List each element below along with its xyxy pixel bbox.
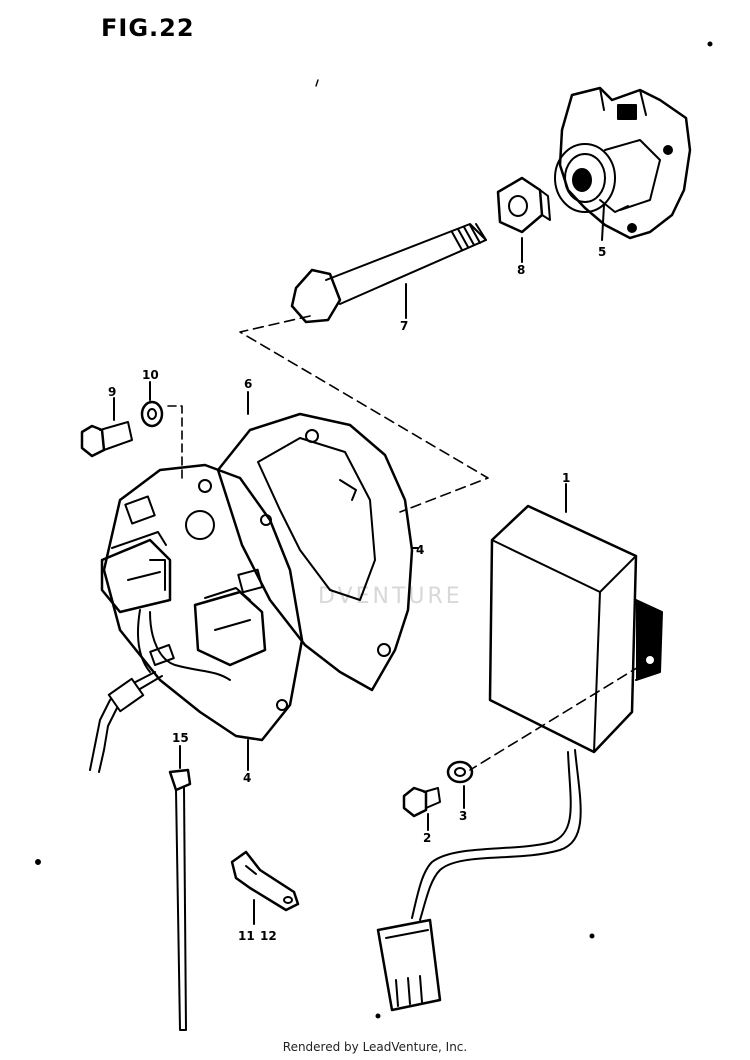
gasket-part-6 [216, 412, 414, 692]
bolt-part-7 [290, 223, 487, 324]
figure-title: FIG.22 [101, 14, 195, 42]
callout-7: 7 [400, 319, 408, 333]
watermark-text: DVENTURE [318, 584, 463, 609]
footer-credit: Rendered by LeadVenture, Inc. [282, 1040, 468, 1054]
washer-part-3 [446, 760, 474, 784]
screw-part-2 [402, 786, 441, 818]
clamp-part-11-12 [230, 850, 300, 912]
callout-10: 10 [142, 368, 159, 382]
callout-3: 3 [459, 809, 467, 823]
igniter-unit-part-1 [376, 504, 663, 1012]
callout-11: 11 [238, 929, 255, 943]
callout-4a: 4 [416, 543, 424, 557]
callout-8: 8 [517, 263, 525, 277]
nut-part-8 [496, 176, 551, 234]
callout-2: 2 [423, 831, 431, 845]
cable-tie-part-15 [168, 768, 192, 1031]
callout-15: 15 [172, 731, 189, 745]
callout-6: 6 [244, 377, 252, 391]
callout-1: 1 [562, 471, 570, 485]
stator-plate-part-4 [89, 463, 304, 773]
washer-part-10 [140, 400, 164, 428]
callout-12: 12 [260, 929, 277, 943]
signal-generator-part-5 [554, 86, 692, 240]
screw-part-9 [80, 421, 133, 458]
callout-9: 9 [108, 385, 116, 399]
callout-4b: 4 [243, 771, 251, 785]
callout-5: 5 [598, 245, 606, 259]
